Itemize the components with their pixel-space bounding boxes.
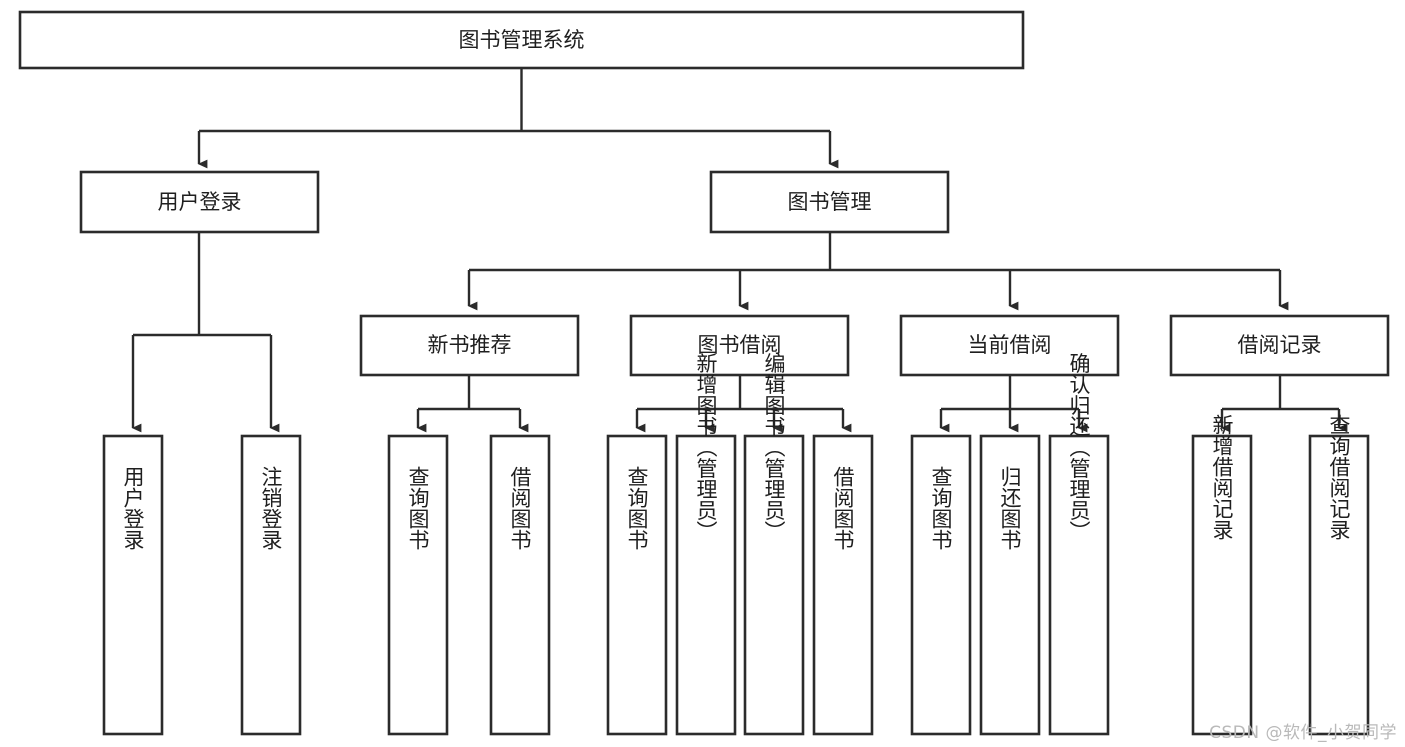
node-book-borrow-label: 图书借阅 bbox=[698, 333, 782, 357]
node-book-management-label: 图书管理 bbox=[788, 190, 872, 214]
node-borrow-record[interactable]: 借阅记录 bbox=[1169, 314, 1390, 377]
node-leaf-query-book-recommend-label: 查询图书 bbox=[406, 466, 430, 550]
node-leaf-borrow-book[interactable]: 借阅图书 bbox=[812, 434, 874, 736]
node-leaf-query-book-current-label: 查询图书 bbox=[929, 466, 953, 550]
node-new-book-recommend[interactable]: 新书推荐 bbox=[359, 314, 580, 377]
node-new-book-recommend-label: 新书推荐 bbox=[428, 333, 512, 357]
node-leaf-user-login[interactable]: 用户登录 bbox=[102, 434, 164, 736]
node-leaf-edit-book-admin-label: 编辑图书（管理员） bbox=[762, 353, 786, 542]
node-leaf-query-book-borrow[interactable]: 查询图书 bbox=[606, 434, 668, 736]
node-current-borrow-label: 当前借阅 bbox=[968, 333, 1052, 357]
connector-current-borrow-to-leaves bbox=[939, 375, 1088, 433]
node-leaf-logout[interactable]: 注销登录 bbox=[240, 434, 302, 736]
node-leaf-confirm-return-admin[interactable]: 确认归还（管理员） bbox=[1048, 353, 1110, 736]
node-leaf-confirm-return-admin-label: 确认归还（管理员） bbox=[1067, 353, 1091, 542]
node-leaf-edit-book-admin[interactable]: 编辑图书（管理员） bbox=[743, 353, 805, 736]
node-leaf-query-book-current[interactable]: 查询图书 bbox=[910, 434, 972, 736]
node-leaf-query-borrow-record[interactable]: 查询借阅记录 bbox=[1308, 414, 1370, 736]
node-book-borrow[interactable]: 图书借阅 bbox=[629, 314, 850, 377]
node-leaf-query-borrow-record-label: 查询借阅记录 bbox=[1327, 414, 1351, 540]
node-book-management[interactable]: 图书管理 bbox=[709, 170, 950, 234]
connector-root-to-level2 bbox=[197, 68, 839, 169]
node-leaf-add-borrow-record[interactable]: 新增借阅记录 bbox=[1191, 414, 1253, 736]
node-leaf-query-book-borrow-label: 查询图书 bbox=[625, 466, 649, 550]
node-root-system-label: 图书管理系统 bbox=[459, 28, 585, 52]
node-user-login[interactable]: 用户登录 bbox=[79, 170, 320, 234]
node-leaf-add-book-admin-label: 新增图书（管理员） bbox=[694, 353, 718, 542]
node-leaf-return-book[interactable]: 归还图书 bbox=[979, 434, 1041, 736]
csdn-watermark: CSDN @软件_小贺同学 bbox=[1209, 723, 1397, 743]
node-leaf-logout-label: 注销登录 bbox=[259, 466, 283, 550]
connector-new-book-to-leaves bbox=[416, 375, 529, 433]
node-leaf-borrow-book-label: 借阅图书 bbox=[831, 466, 855, 550]
node-user-login-label: 用户登录 bbox=[158, 190, 242, 214]
node-leaf-add-borrow-record-label: 新增借阅记录 bbox=[1210, 414, 1234, 540]
node-leaf-add-book-admin[interactable]: 新增图书（管理员） bbox=[675, 353, 737, 736]
node-root-system[interactable]: 图书管理系统 bbox=[18, 10, 1025, 70]
node-leaf-borrow-book-recommend[interactable]: 借阅图书 bbox=[489, 434, 551, 736]
node-current-borrow[interactable]: 当前借阅 bbox=[899, 314, 1120, 377]
connector-book-borrow-to-leaves bbox=[635, 375, 852, 433]
connector-user-login-to-leaves bbox=[131, 232, 280, 433]
node-leaf-user-login-label: 用户登录 bbox=[121, 466, 145, 550]
node-leaf-query-book-recommend[interactable]: 查询图书 bbox=[387, 434, 449, 736]
node-leaf-return-book-label: 归还图书 bbox=[998, 466, 1022, 550]
connector-book-management-to-level3 bbox=[467, 232, 1289, 311]
connector-borrow-record-to-leaves bbox=[1220, 375, 1348, 433]
node-leaf-borrow-book-recommend-label: 借阅图书 bbox=[508, 466, 532, 550]
node-borrow-record-label: 借阅记录 bbox=[1238, 333, 1322, 357]
